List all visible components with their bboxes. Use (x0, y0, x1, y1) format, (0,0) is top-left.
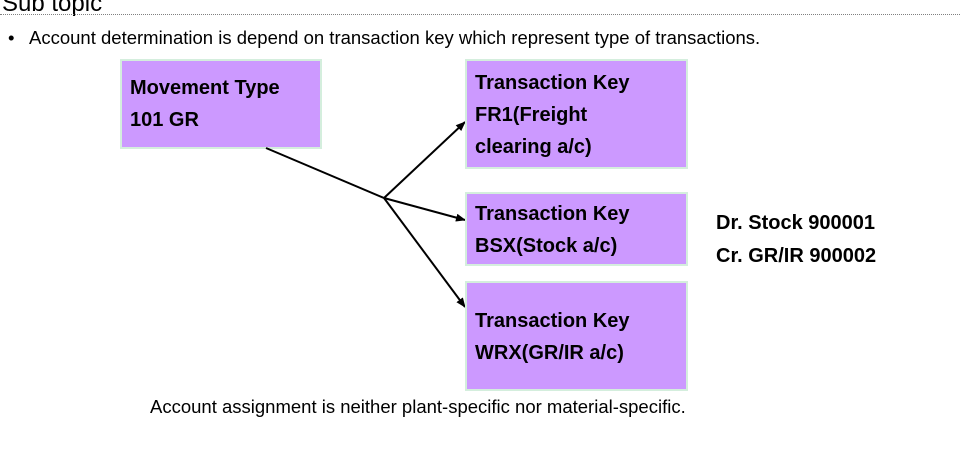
footer-note: Account assignment is neither plant-spec… (150, 396, 686, 417)
posting-entries: Dr. Stock 900001 Cr. GR/IR 900002 (716, 207, 876, 273)
transaction-key-label: Transaction Key (475, 310, 630, 332)
movement-type-label: Movement Type (130, 77, 280, 99)
transaction-key-code-continued: clearing a/c) (475, 136, 592, 158)
movement-type-value: 101 GR (130, 109, 199, 131)
transaction-key-label: Transaction Key (475, 203, 630, 225)
movement-type-box: Movement Type 101 GR (120, 59, 322, 149)
slide-title: Sub topic (2, 0, 103, 17)
arrow-to-wrx (383, 197, 466, 308)
bullet-text: Account determination is depend on trans… (29, 27, 761, 48)
transaction-key-wrx-box: Transaction Key WRX(GR/IR a/c) (465, 281, 688, 391)
debit-entry: Dr. Stock 900001 (716, 212, 875, 234)
arrow-to-bsx (383, 197, 466, 222)
arrow-to-fr1 (383, 121, 466, 199)
transaction-key-fr1-box: Transaction Key FR1(Freight clearing a/c… (465, 59, 688, 169)
connector-line (265, 147, 385, 199)
transaction-key-label: Transaction Key (475, 72, 630, 94)
transaction-key-code: BSX(Stock a/c) (475, 235, 618, 257)
bullet-dot-icon: • (8, 27, 15, 48)
credit-entry: Cr. GR/IR 900002 (716, 245, 877, 267)
transaction-key-code: FR1(Freight (475, 104, 588, 126)
transaction-key-code: WRX(GR/IR a/c) (475, 342, 624, 364)
transaction-key-bsx-box: Transaction Key BSX(Stock a/c) (465, 192, 688, 266)
title-divider (0, 14, 960, 15)
